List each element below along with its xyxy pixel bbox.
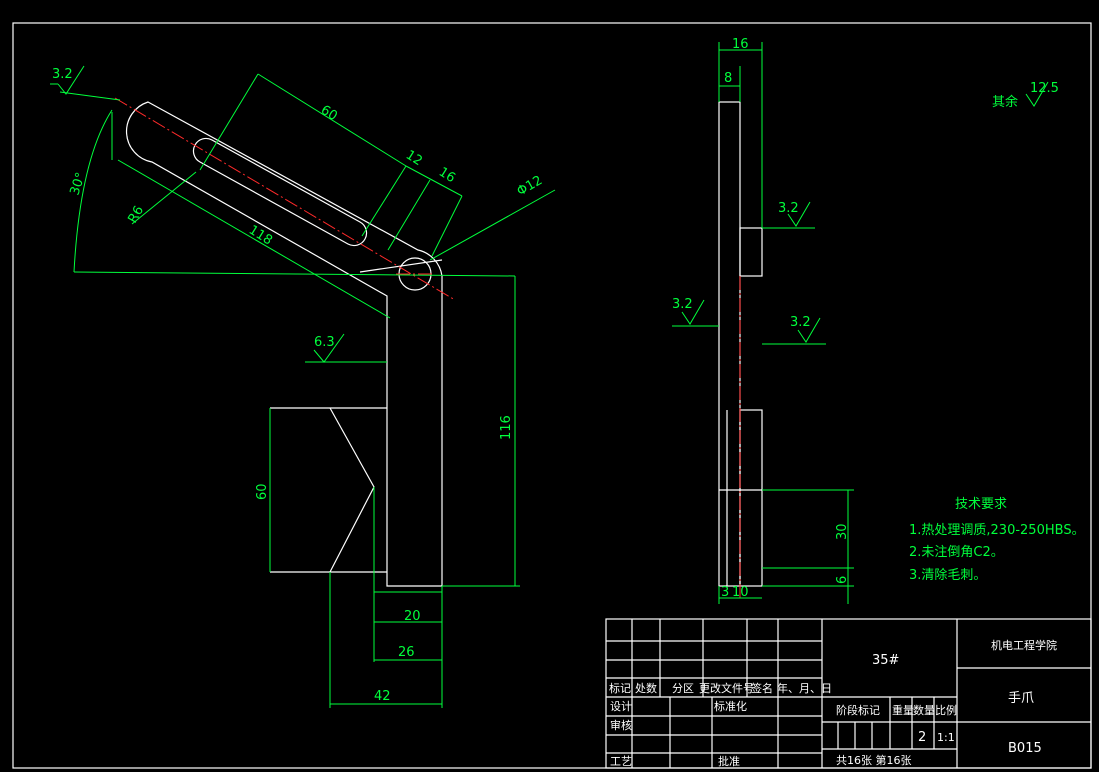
tb-date: 年、月、日 xyxy=(777,681,832,695)
dim-118-line xyxy=(117,159,391,319)
roughness-symbol-63: 6.3 xyxy=(313,333,345,363)
tb-scale-value: 1:1 xyxy=(937,731,955,744)
svg-text:其余: 其余 xyxy=(992,94,1018,110)
dim-26: 26 xyxy=(398,645,415,660)
dim-116: 116 xyxy=(499,415,514,440)
side-view: 16 8 30 6 3 10 3.2 3.2 3.2 xyxy=(672,37,854,604)
dim-42: 42 xyxy=(374,689,391,704)
tb-stage: 阶段标记 xyxy=(836,703,880,717)
dim-16-top: 16 xyxy=(436,165,458,186)
tb-qty-value: 2 xyxy=(918,730,926,745)
side-plate xyxy=(718,101,741,587)
roughness-symbol-c: 3.2 xyxy=(672,297,705,325)
arm-outline xyxy=(126,101,443,587)
tb-zone: 分区 xyxy=(672,682,694,695)
dim-12: 12 xyxy=(403,148,425,169)
dim-phi12: Φ12 xyxy=(515,173,546,199)
dim-60: 60 xyxy=(318,103,340,124)
tb-material: 35# xyxy=(872,653,899,668)
roughness-symbol-a: 3.2 xyxy=(50,65,85,95)
arm-centerline xyxy=(114,97,456,301)
dim-30deg: 30° xyxy=(68,171,89,198)
dim-60v: 60 xyxy=(255,483,270,500)
front-view: 60 12 16 Φ12 R6 118 30° 116 60 20 26 42 … xyxy=(50,65,556,708)
dim-60-line xyxy=(257,73,407,167)
side-dim-10: 10 xyxy=(732,585,749,600)
dim-30-top xyxy=(59,91,121,101)
technical-requirements: 技术要求 1.热处理调质,230-250HBS。 2.未注倒角C2。 3.清除毛… xyxy=(909,497,1085,583)
side-boss xyxy=(739,227,763,277)
tb-standard: 标准化 xyxy=(714,699,747,713)
dim-20: 20 xyxy=(404,609,421,624)
dim-30-base xyxy=(73,271,516,277)
dim-30-arc xyxy=(73,109,113,273)
dim-118: 118 xyxy=(246,223,275,249)
tb-design: 设计 xyxy=(610,700,632,713)
svg-text:3.2: 3.2 xyxy=(52,67,73,82)
dim-12-16-line xyxy=(405,165,463,197)
tb-quantity: 数量 xyxy=(913,704,935,717)
tb-sheets: 共16张 第16张 xyxy=(836,753,912,767)
dim-r6-leader xyxy=(131,171,197,225)
tb-review: 审核 xyxy=(610,718,632,732)
svg-text:12.5: 12.5 xyxy=(1030,81,1059,96)
drawing-frame xyxy=(12,22,1092,769)
side-dim-3: 3 xyxy=(721,585,729,600)
general-roughness: 其余 12.5 xyxy=(992,81,1059,110)
tech-item-2: 2.未注倒角C2。 xyxy=(909,545,1004,560)
tb-sign: 签名 xyxy=(751,681,773,695)
svg-text:6.3: 6.3 xyxy=(314,335,335,350)
tb-scale: 比例 xyxy=(935,703,957,717)
side-dim-6: 6 xyxy=(835,576,850,584)
side-dim-8: 8 xyxy=(724,71,732,86)
side-dim-16: 16 xyxy=(732,37,749,52)
title-block: 标记 处数 分区 更改文件号 签名 年、月、日 设计 标准化 审核 工艺 批准 … xyxy=(605,618,1092,769)
arm-joint-line xyxy=(359,259,443,273)
tech-item-1: 1.热处理调质,230-250HBS。 xyxy=(909,523,1085,538)
tb-process: 工艺 xyxy=(610,755,632,768)
tb-weight: 重量 xyxy=(892,703,914,717)
tech-title: 技术要求 xyxy=(955,497,1007,512)
tb-part-name: 手爪 xyxy=(1008,691,1034,706)
tb-approve: 批准 xyxy=(718,754,740,768)
tb-count: 处数 xyxy=(635,682,657,695)
svg-text:3.2: 3.2 xyxy=(672,297,693,312)
roughness-symbol-d: 3.2 xyxy=(790,315,821,343)
svg-text:3.2: 3.2 xyxy=(778,201,799,216)
dim-60-ext-a xyxy=(199,73,259,171)
arm-slot xyxy=(192,137,368,247)
tb-school: 机电工程学院 xyxy=(991,638,1057,652)
tb-doc: 更改文件号 xyxy=(699,681,754,695)
tb-drawing-no: B015 xyxy=(1008,741,1042,756)
tech-item-3: 3.清除毛刺。 xyxy=(909,568,986,583)
dim-phi12-leader xyxy=(429,189,556,261)
dim-r6: R6 xyxy=(125,204,147,226)
svg-text:3.2: 3.2 xyxy=(790,315,811,330)
tb-mark: 标记 xyxy=(609,681,631,695)
roughness-symbol-b: 3.2 xyxy=(778,201,811,227)
dim-16-ext-b xyxy=(431,195,463,257)
dim-16-ext xyxy=(387,179,431,251)
side-dim-30: 30 xyxy=(835,523,850,540)
side-lower xyxy=(739,409,763,587)
v-jaw xyxy=(329,407,375,573)
dim-60-ext-b xyxy=(361,165,407,237)
